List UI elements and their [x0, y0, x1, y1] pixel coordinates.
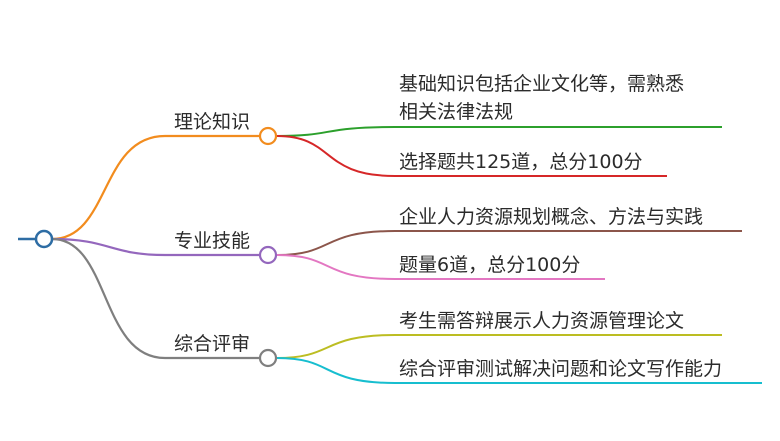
- branch-node-review[interactable]: [258, 348, 278, 368]
- leaf-theory-1-line-2[interactable]: 相关法律法规: [399, 101, 514, 123]
- edge-review-leaf-2: [276, 357, 762, 384]
- branch-label-review[interactable]: 综合评审: [174, 333, 251, 355]
- edge-skills-leaf-1: [276, 230, 742, 256]
- branch-node-skills[interactable]: [258, 245, 278, 265]
- leaf-skills-2[interactable]: 题量6道，总分100分: [399, 254, 581, 276]
- branch-label-theory[interactable]: 理论知识: [174, 111, 251, 133]
- leaf-theory-2[interactable]: 选择题共125道，总分100分: [399, 151, 643, 173]
- leaf-skills-1[interactable]: 企业人力资源规划概念、方法与实践: [399, 206, 704, 228]
- leaf-theory-1-line-1[interactable]: 基础知识包括企业文化等，需熟悉: [399, 73, 685, 95]
- edge-root-review: [51, 237, 260, 360]
- edge-root-theory: [51, 134, 260, 241]
- leaf-review-2[interactable]: 综合评审测试解决问题和论文写作能力: [399, 358, 723, 380]
- root-node[interactable]: [34, 229, 54, 249]
- edge-root-skills: [51, 237, 260, 257]
- edge-skills-leaf-2: [276, 254, 605, 280]
- leaf-review-1[interactable]: 考生需答辩展示人力资源管理论文: [399, 310, 685, 332]
- branch-label-skills[interactable]: 专业技能: [174, 230, 251, 252]
- edge-theory-leaf-2: [276, 135, 667, 177]
- edge-theory-leaf-1: [276, 126, 722, 137]
- edge-review-leaf-1: [276, 334, 722, 359]
- branch-node-theory[interactable]: [258, 126, 278, 146]
